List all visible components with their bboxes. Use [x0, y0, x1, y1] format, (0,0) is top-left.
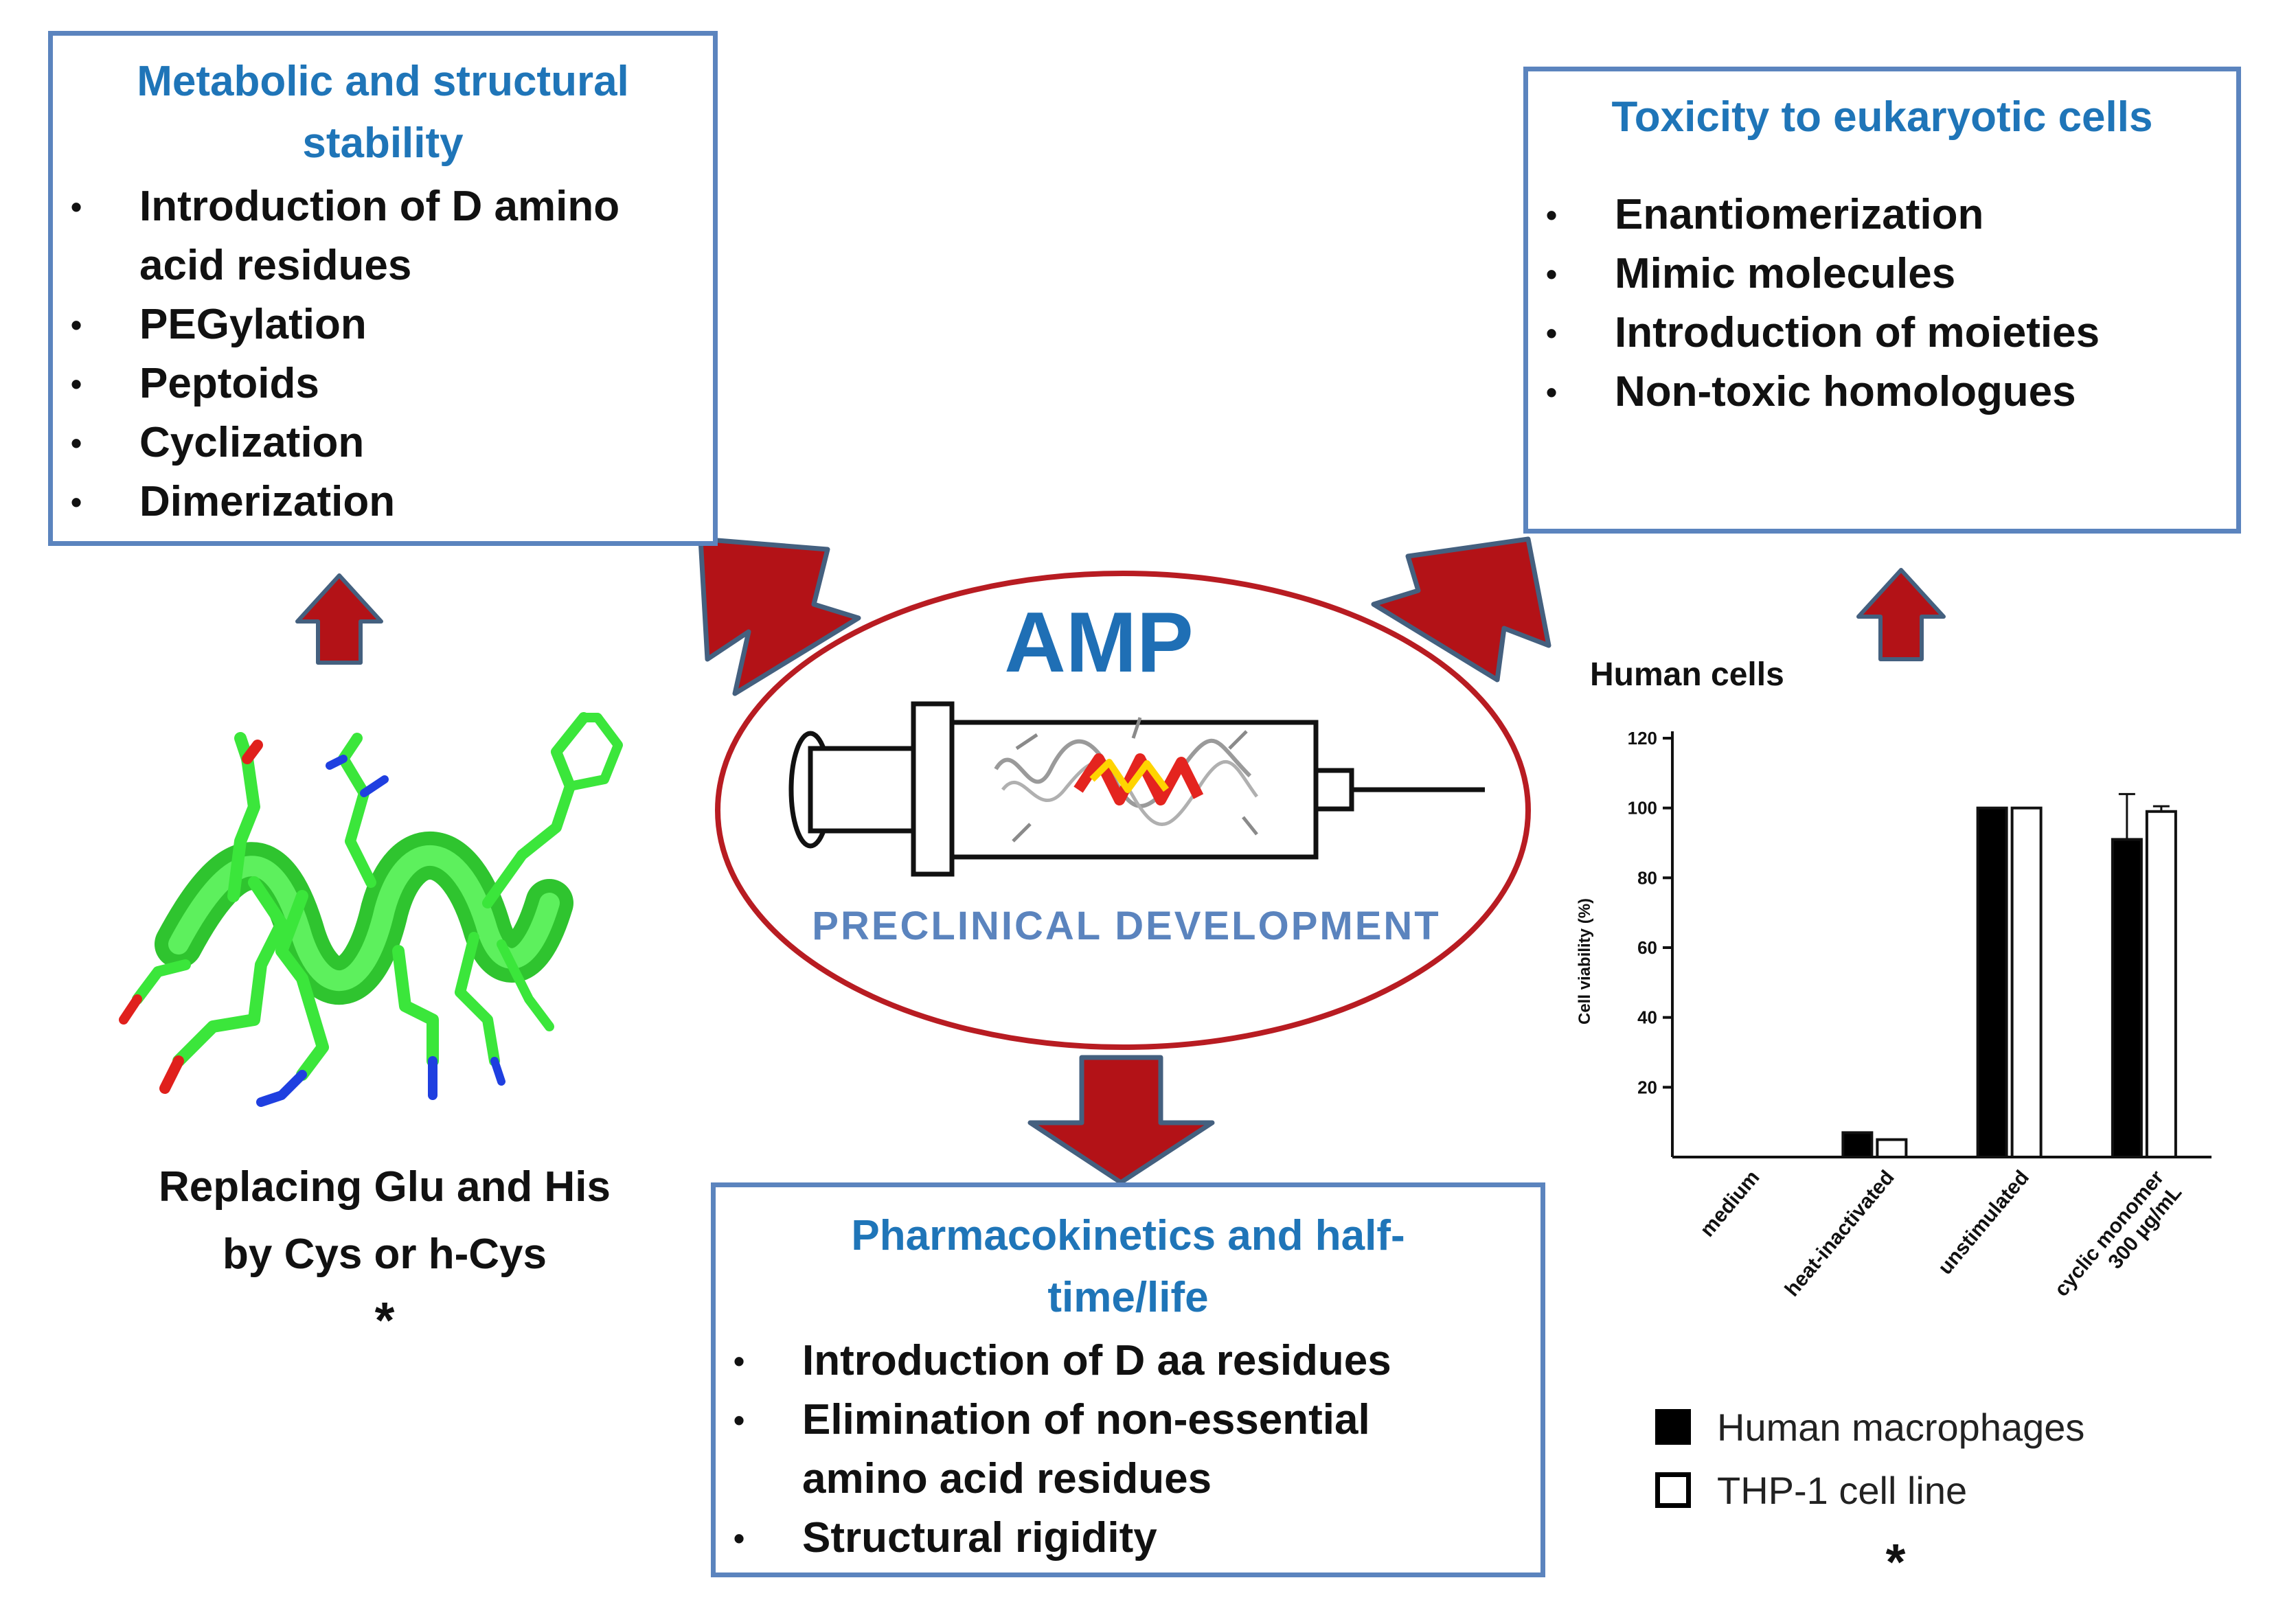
legend-label: THP-1 cell line	[1717, 1468, 1968, 1512]
syringe-icon	[788, 701, 1485, 877]
toxicity-item: Enantiomerization	[1528, 185, 2236, 244]
y-tick-label: 20	[1637, 1077, 1657, 1097]
chart-bars	[1841, 792, 2177, 1159]
x-tick-label: unstimulated	[1934, 1166, 2034, 1279]
pk-item: Introduction of D aa residues	[716, 1331, 1540, 1391]
chart-y-axis-label: Cell viability (%)	[1576, 898, 1594, 1025]
y-tick-label: 60	[1637, 937, 1657, 958]
y-tick-label: 100	[1628, 798, 1657, 819]
preclinical-subtitle: PRECLINICAL DEVELOPMENT	[812, 904, 1440, 948]
bar-macrophages	[1976, 806, 2008, 1159]
bar-thp1	[1876, 1138, 1908, 1158]
bar-macrophages	[2111, 838, 2143, 1159]
y-tick-label: 120	[1628, 728, 1657, 748]
bar-thp1	[2145, 810, 2177, 1158]
amp-center-diagram: AMP PRECLINICAL DEVELOPMENT	[715, 571, 1531, 1050]
pk-panel-title-line2: time/life	[1047, 1274, 1209, 1321]
x-tick-label: medium	[1696, 1166, 1764, 1241]
metabolic-item: Peptoids	[53, 354, 713, 413]
legend-item-thp1: THP-1 cell line	[1655, 1459, 2084, 1522]
pharmacokinetics-panel: Pharmacokinetics and half- time/life Int…	[711, 1182, 1545, 1577]
metabolic-item: Cyclization	[53, 413, 713, 472]
metabolic-panel-title-line1: Metabolic and structural	[137, 58, 629, 105]
green-peptide-helix-icon	[119, 712, 623, 1107]
toxicity-panel-title: Toxicity to eukaryotic cells	[1611, 93, 2153, 141]
metabolic-list: Introduction of D amino acid residues PE…	[53, 177, 713, 531]
legend-swatch-black	[1655, 1409, 1691, 1445]
peptide-caption-line1: Replacing Glu and His	[159, 1163, 611, 1211]
bar-macrophages	[1841, 1131, 1874, 1159]
amp-title: AMP	[1004, 595, 1194, 690]
peptide-caption: Replacing Glu and His by Cys or h-Cys *	[103, 1154, 666, 1358]
pk-item: Structural rigidity	[716, 1509, 1540, 1568]
peptide-caption-line2: by Cys or h-Cys	[222, 1231, 547, 1278]
arrow-to-toxicity	[1371, 536, 1551, 683]
x-tick-label: heat-inactivated	[1781, 1166, 1899, 1301]
metabolic-item: Dimerization	[53, 472, 713, 531]
chart-legend: Human macrophages THP-1 cell line	[1655, 1395, 2084, 1522]
arrow-peptide-up	[295, 573, 383, 665]
arrow-to-pharmacokinetics	[1027, 1055, 1215, 1185]
toxicity-panel: Toxicity to eukaryotic cells Enantiomeri…	[1523, 67, 2241, 534]
arrow-chart-up	[1856, 568, 1946, 661]
pk-item: Elimination of non-essential amino acid …	[716, 1391, 1540, 1509]
bar-thp1	[2010, 806, 2043, 1159]
human-cells-bar-chart: Cell viability (%) 20 40 60 80 100 120 medium…	[1576, 728, 2212, 1316]
x-tick-label: cyclic monomer300 µg/mL	[2050, 1166, 2186, 1316]
human-cells-chart-title: Human cells	[1590, 656, 1784, 693]
metabolic-item: Introduction of D amino acid residues	[53, 177, 713, 295]
legend-label: Human macrophages	[1717, 1405, 2085, 1449]
arrow-to-metabolic	[698, 536, 861, 696]
legend-item-macrophages: Human macrophages	[1655, 1395, 2084, 1459]
toxicity-item: Mimic molecules	[1528, 244, 2236, 304]
pk-panel-title-line1: Pharmacokinetics and half-	[851, 1212, 1405, 1259]
toxicity-item: Non-toxic homologues	[1528, 363, 2236, 422]
metabolic-panel-title-line2: stability	[302, 119, 464, 167]
toxicity-list: Enantiomerization Mimic molecules Introd…	[1528, 185, 2236, 422]
peptide-caption-mark: *	[374, 1292, 395, 1349]
toxicity-item: Introduction of moieties	[1528, 304, 2236, 363]
peptide-structure-icon	[994, 717, 1259, 843]
legend-swatch-white	[1655, 1472, 1691, 1508]
metabolic-item: PEGylation	[53, 295, 713, 354]
chart-caption-mark: *	[1885, 1533, 1906, 1590]
y-tick-label: 80	[1637, 867, 1657, 888]
metabolic-stability-panel: Metabolic and structural stability Intro…	[48, 31, 718, 546]
y-tick-label: 40	[1637, 1007, 1657, 1028]
pk-list: Introduction of D aa residues Eliminatio…	[716, 1331, 1540, 1568]
